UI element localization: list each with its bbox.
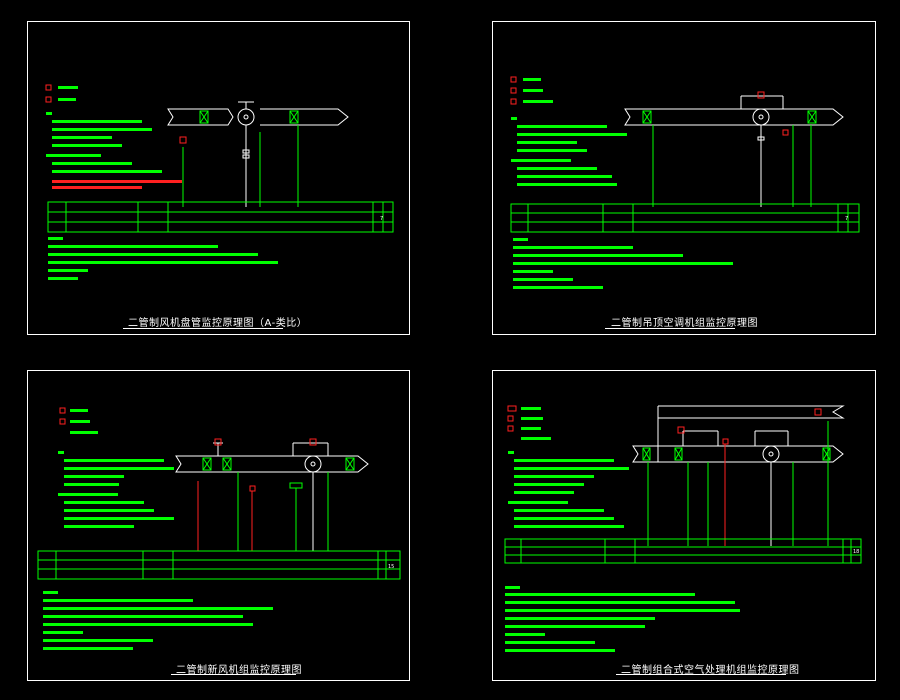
title-underline-3 bbox=[171, 674, 296, 675]
schematic-3: 15 bbox=[37, 407, 401, 650]
drawing-sheet-2: 7 二管制吊顶空调机组监控原理图 bbox=[492, 21, 876, 335]
sheet-title-4: 二管制组合式空气处理机组监控原理图 bbox=[621, 665, 800, 676]
drawing-sheet-4: 18 二管制组合式空气处理机组监控原理图 bbox=[492, 370, 876, 681]
table-end-number-1: 7 bbox=[380, 216, 383, 222]
sheet-title-2: 二管制吊顶空调机组监控原理图 bbox=[611, 318, 758, 329]
table-end-number-4: 18 bbox=[853, 549, 859, 555]
title-underline-1 bbox=[123, 328, 283, 329]
title-underline-4 bbox=[616, 674, 786, 675]
schematic-1: 7 bbox=[45, 84, 394, 280]
title-underline-2 bbox=[605, 328, 735, 329]
schematic-4: 18 bbox=[504, 405, 862, 652]
table-end-number-2: 7 bbox=[845, 216, 848, 222]
drawing-sheet-1: 7 二管制风机盘管监控原理图（A-类比） bbox=[27, 21, 410, 335]
table-end-number-3: 15 bbox=[388, 564, 394, 570]
schematic-2: 7 bbox=[510, 76, 860, 289]
sheet-title-3: 二管制新风机组监控原理图 bbox=[176, 665, 302, 676]
drawing-sheet-3: 15 二管制新风机组监控原理图 bbox=[27, 370, 410, 681]
sheet-title-1: 二管制风机盘管监控原理图（A-类比） bbox=[128, 318, 308, 329]
